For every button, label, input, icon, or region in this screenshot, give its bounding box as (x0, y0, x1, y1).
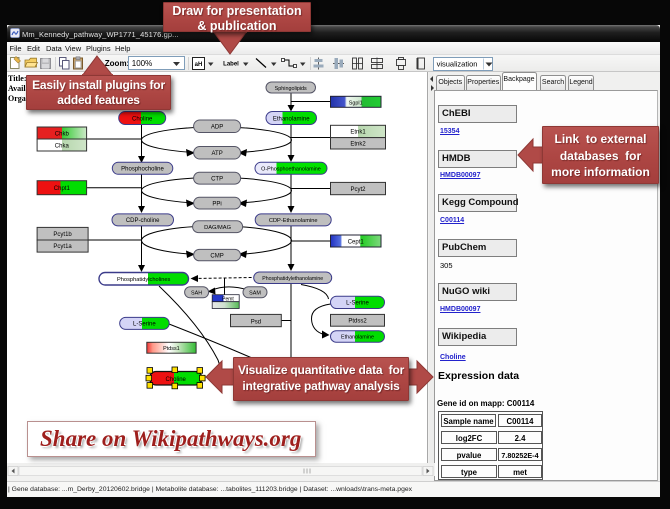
svg-text:Pcyt2: Pcyt2 (350, 187, 366, 193)
svg-text:Phosphocholine: Phosphocholine (121, 167, 164, 173)
svg-text:PPi: PPi (212, 201, 221, 207)
svg-text:Pcyt1b: Pcyt1b (53, 232, 72, 238)
svg-text:Choline: Choline (166, 377, 187, 383)
svg-text:CMP: CMP (210, 253, 223, 259)
svg-text:DAG/MAG: DAG/MAG (204, 225, 231, 231)
svg-text:Pcyt1a: Pcyt1a (53, 244, 72, 250)
svg-text:SAH: SAH (191, 291, 202, 297)
svg-text:CDP-Ethanolamine: CDP-Ethanolamine (269, 218, 318, 224)
svg-text:Zoom:: Zoom: (105, 59, 129, 68)
svg-text:CDP-choline: CDP-choline (126, 218, 160, 224)
svg-text:Pemt: Pemt (222, 297, 234, 303)
svg-text:ATP: ATP (211, 151, 222, 157)
svg-text:O-Phosphoethanolamine: O-Phosphoethanolamine (261, 167, 321, 173)
svg-text:SAM: SAM (249, 291, 261, 297)
svg-text:Sgpl1: Sgpl1 (349, 100, 363, 106)
svg-text:CTP: CTP (211, 177, 223, 183)
svg-text:Etnk1: Etnk1 (350, 130, 366, 136)
svg-text:Cept1: Cept1 (348, 239, 365, 245)
svg-text:L-Serine: L-Serine (133, 322, 156, 328)
svg-text:Title:: Title: (8, 74, 27, 83)
svg-text:Sphingolipids: Sphingolipids (275, 86, 307, 92)
svg-text:Label: Label (223, 62, 239, 68)
svg-text:Availab: Availab (8, 84, 35, 93)
svg-text:Phosphatidylcholines: Phosphatidylcholines (117, 277, 171, 283)
svg-text:Chkb: Chkb (55, 131, 70, 137)
svg-text:Choline: Choline (132, 116, 153, 122)
svg-text:Organis: Organis (8, 94, 36, 103)
svg-text:aH: aH (195, 62, 203, 68)
svg-text:L-Serine: L-Serine (346, 301, 369, 307)
svg-text:ADP: ADP (211, 125, 223, 131)
svg-text:Etnk2: Etnk2 (350, 142, 366, 148)
svg-text:Ptdss1: Ptdss1 (163, 346, 179, 352)
svg-text:Chka: Chka (55, 143, 70, 149)
svg-text:Ethanolamine: Ethanolamine (273, 116, 310, 122)
svg-text:Psd: Psd (251, 320, 261, 326)
svg-text:visualization: visualization (437, 60, 478, 69)
svg-text:Ptdss2: Ptdss2 (348, 319, 367, 325)
svg-text:100%: 100% (132, 59, 152, 68)
svg-text:Chpt1: Chpt1 (54, 186, 71, 192)
svg-text:Phosphatidylethanolamine: Phosphatidylethanolamine (262, 276, 323, 282)
svg-text:Ethanolamine: Ethanolamine (341, 335, 374, 341)
